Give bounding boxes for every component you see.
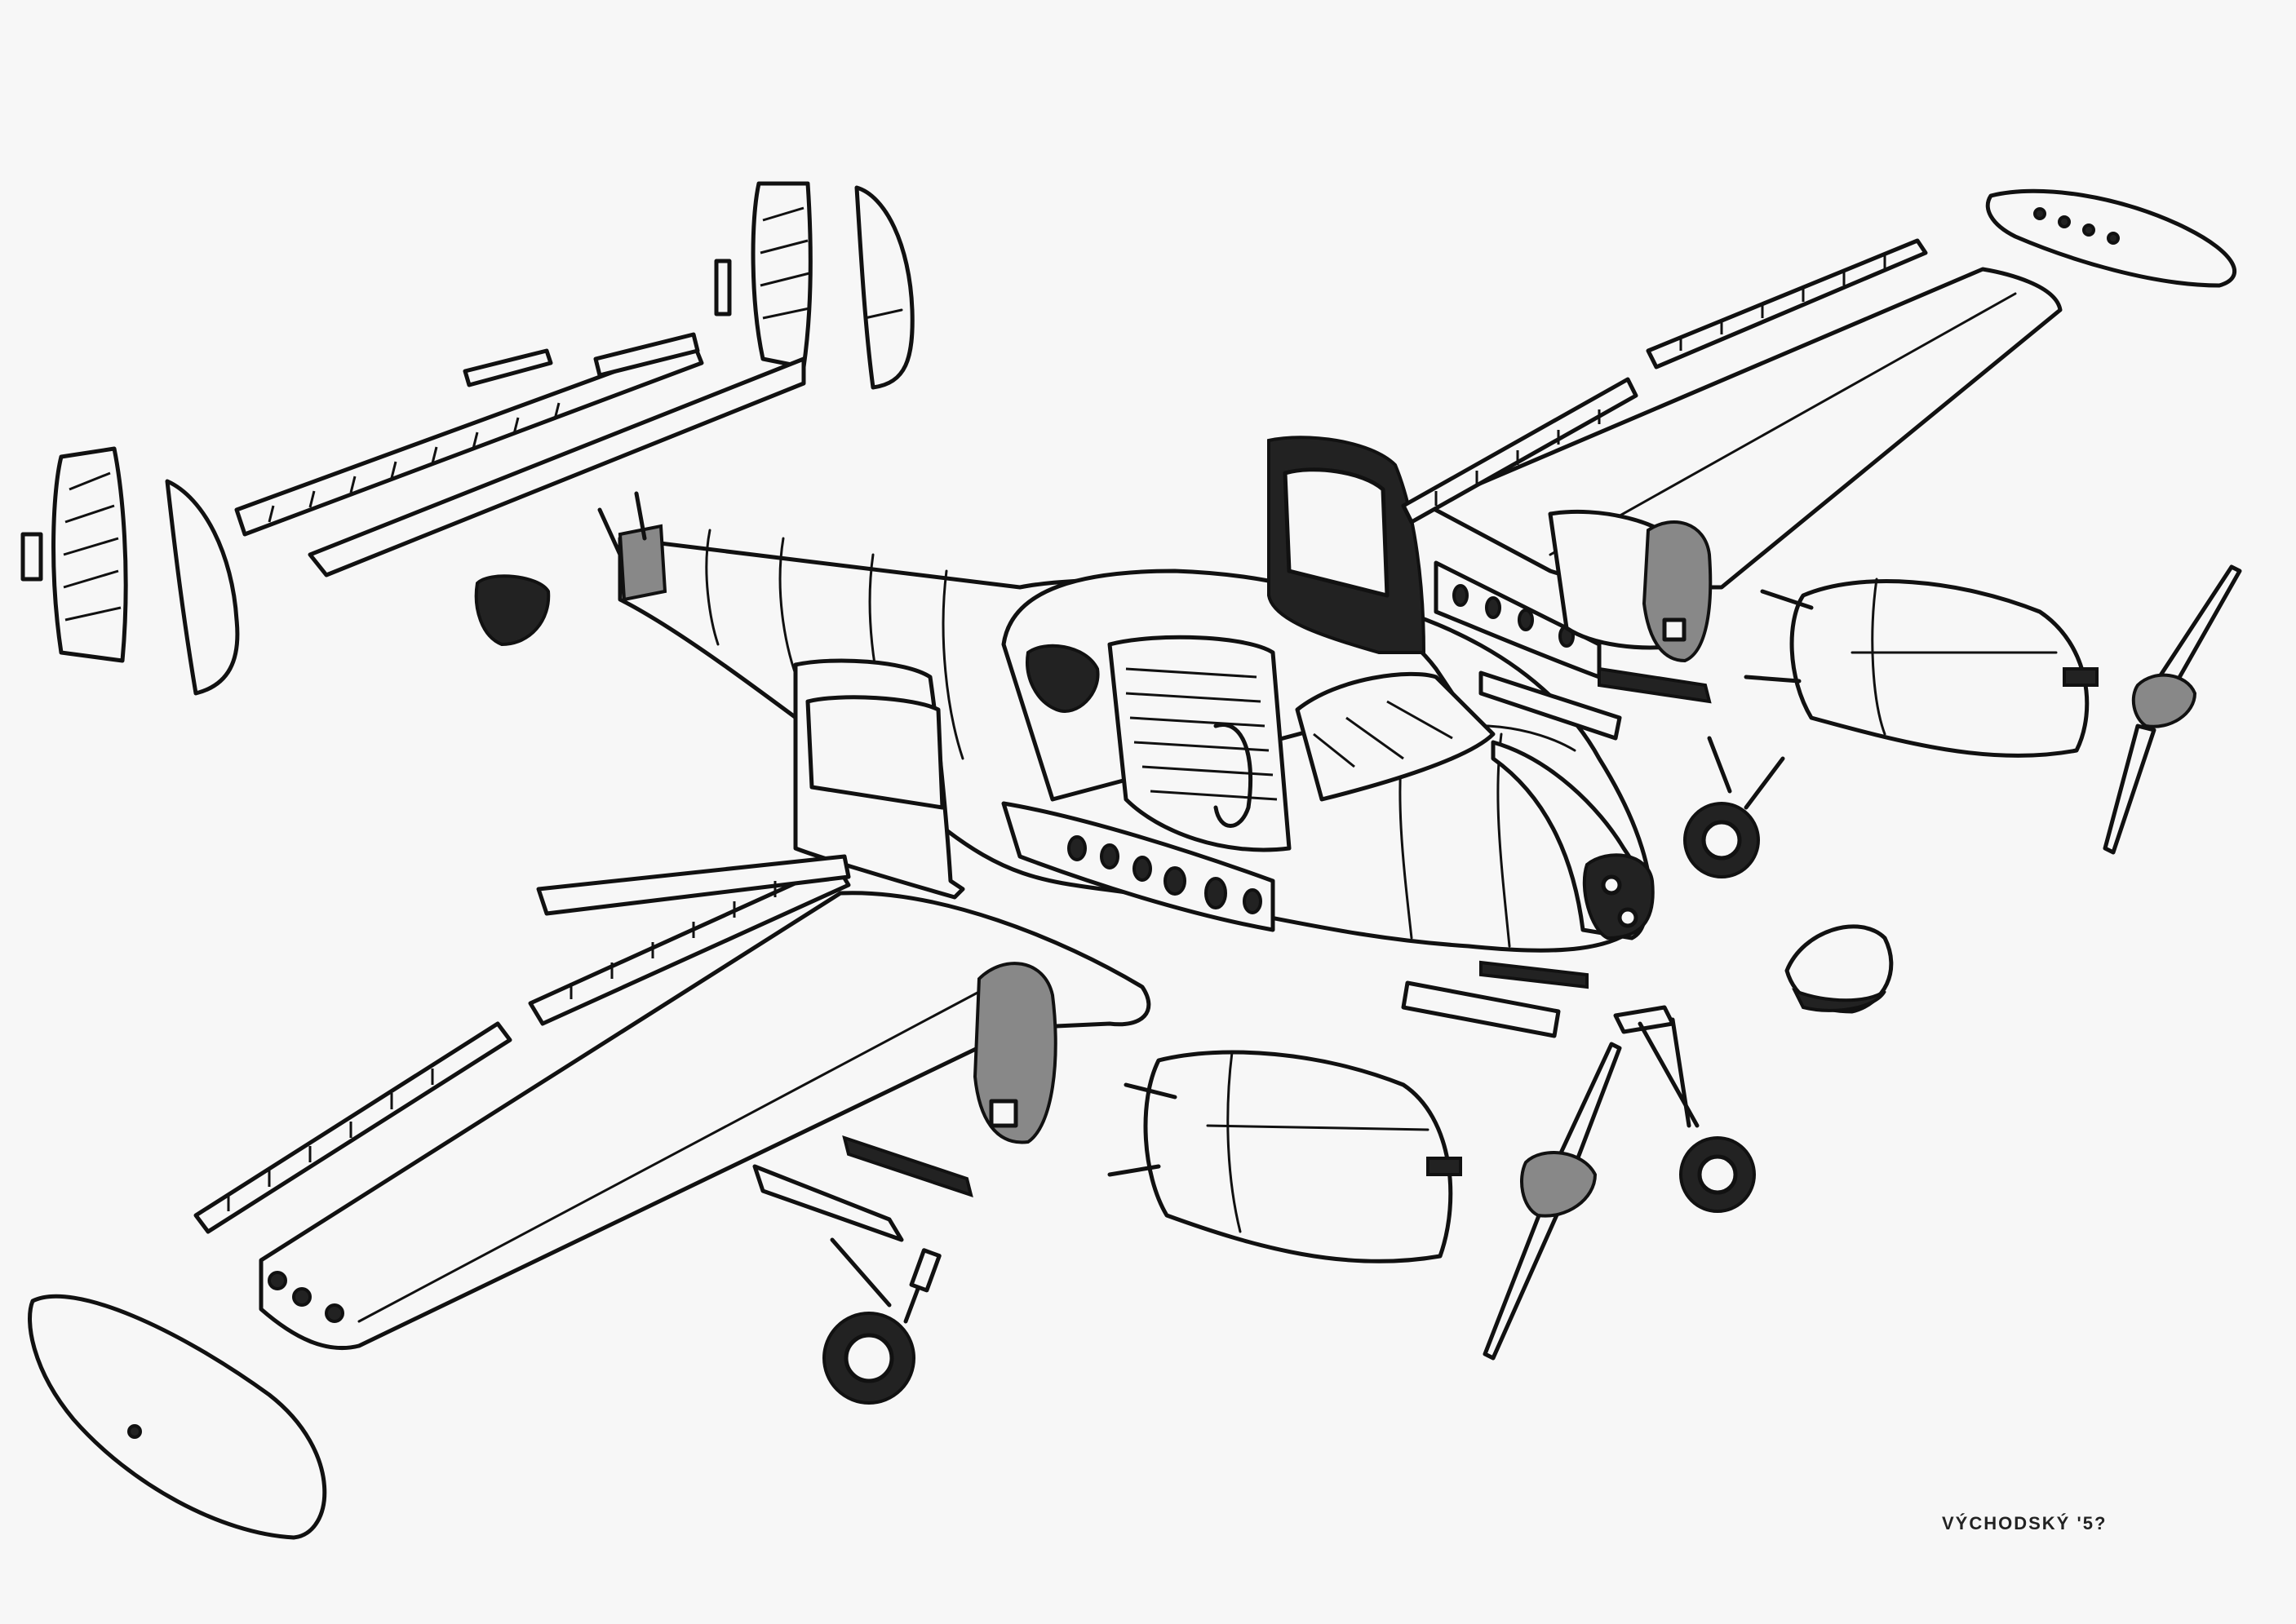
engine-left [1107, 1050, 1462, 1263]
tail-fin-left [51, 446, 128, 663]
propeller-spinner-left [1520, 1151, 1598, 1218]
flap-segment-left [752, 1164, 904, 1242]
tail-trim-tab-right [714, 259, 732, 316]
windshield [1295, 671, 1496, 802]
rear-side-window [1026, 644, 1100, 713]
engine-shaft-left [1426, 1157, 1462, 1176]
tail-cone-cap [474, 574, 551, 647]
elevator-trim-tab [593, 332, 700, 378]
propeller-blade-right-lower [2103, 723, 2156, 855]
wing-right [1401, 188, 2237, 741]
engine-nacelle-right [1789, 579, 2090, 758]
wing-tip-left [28, 1294, 327, 1540]
propeller-spinner-right [2131, 673, 2197, 728]
wing-left-main [259, 891, 1151, 1351]
elevator-tip [463, 348, 553, 387]
propeller-right [2103, 564, 2242, 855]
nose-access-panel [1582, 853, 1655, 940]
fuselage-tail-tip [618, 524, 667, 602]
engine-shaft-right [2063, 667, 2099, 687]
nose-fairing-panel [1401, 980, 1561, 1038]
doors [793, 436, 1426, 900]
rudder-right [854, 185, 915, 390]
wing-root-access-holes [1067, 835, 1262, 914]
propeller-blade-left-lower [1483, 1205, 1561, 1361]
engine-nacelle-left [1143, 1050, 1453, 1263]
nacelle-bulkhead-right [1642, 520, 1713, 663]
aileron-right [1646, 238, 1928, 369]
flap-segment-right [1478, 670, 1622, 741]
flap-actuator-left [842, 1135, 973, 1198]
wing-left [28, 854, 1151, 1540]
propeller-left [1483, 1042, 1622, 1361]
tail-group [20, 181, 915, 696]
engine-right [1744, 577, 2099, 758]
propeller-blade-left-upper [1556, 1042, 1622, 1169]
flap-right [1401, 377, 1638, 524]
artist-signature: VÝCHODSKÝ '5? [1942, 1513, 2108, 1533]
tail-trim-tab-left [20, 532, 43, 582]
main-gear-right [1683, 736, 1785, 878]
flap-actuator-right [1598, 666, 1712, 704]
wing-left-trailing-edge [536, 854, 851, 916]
main-gear-left [822, 1237, 942, 1405]
horizontal-stabilizer [308, 356, 806, 577]
control-yoke [1213, 723, 1253, 828]
nose-gear [1613, 1005, 1756, 1213]
nose-fairing-strip [1479, 960, 1589, 989]
rudder-left [165, 479, 240, 696]
